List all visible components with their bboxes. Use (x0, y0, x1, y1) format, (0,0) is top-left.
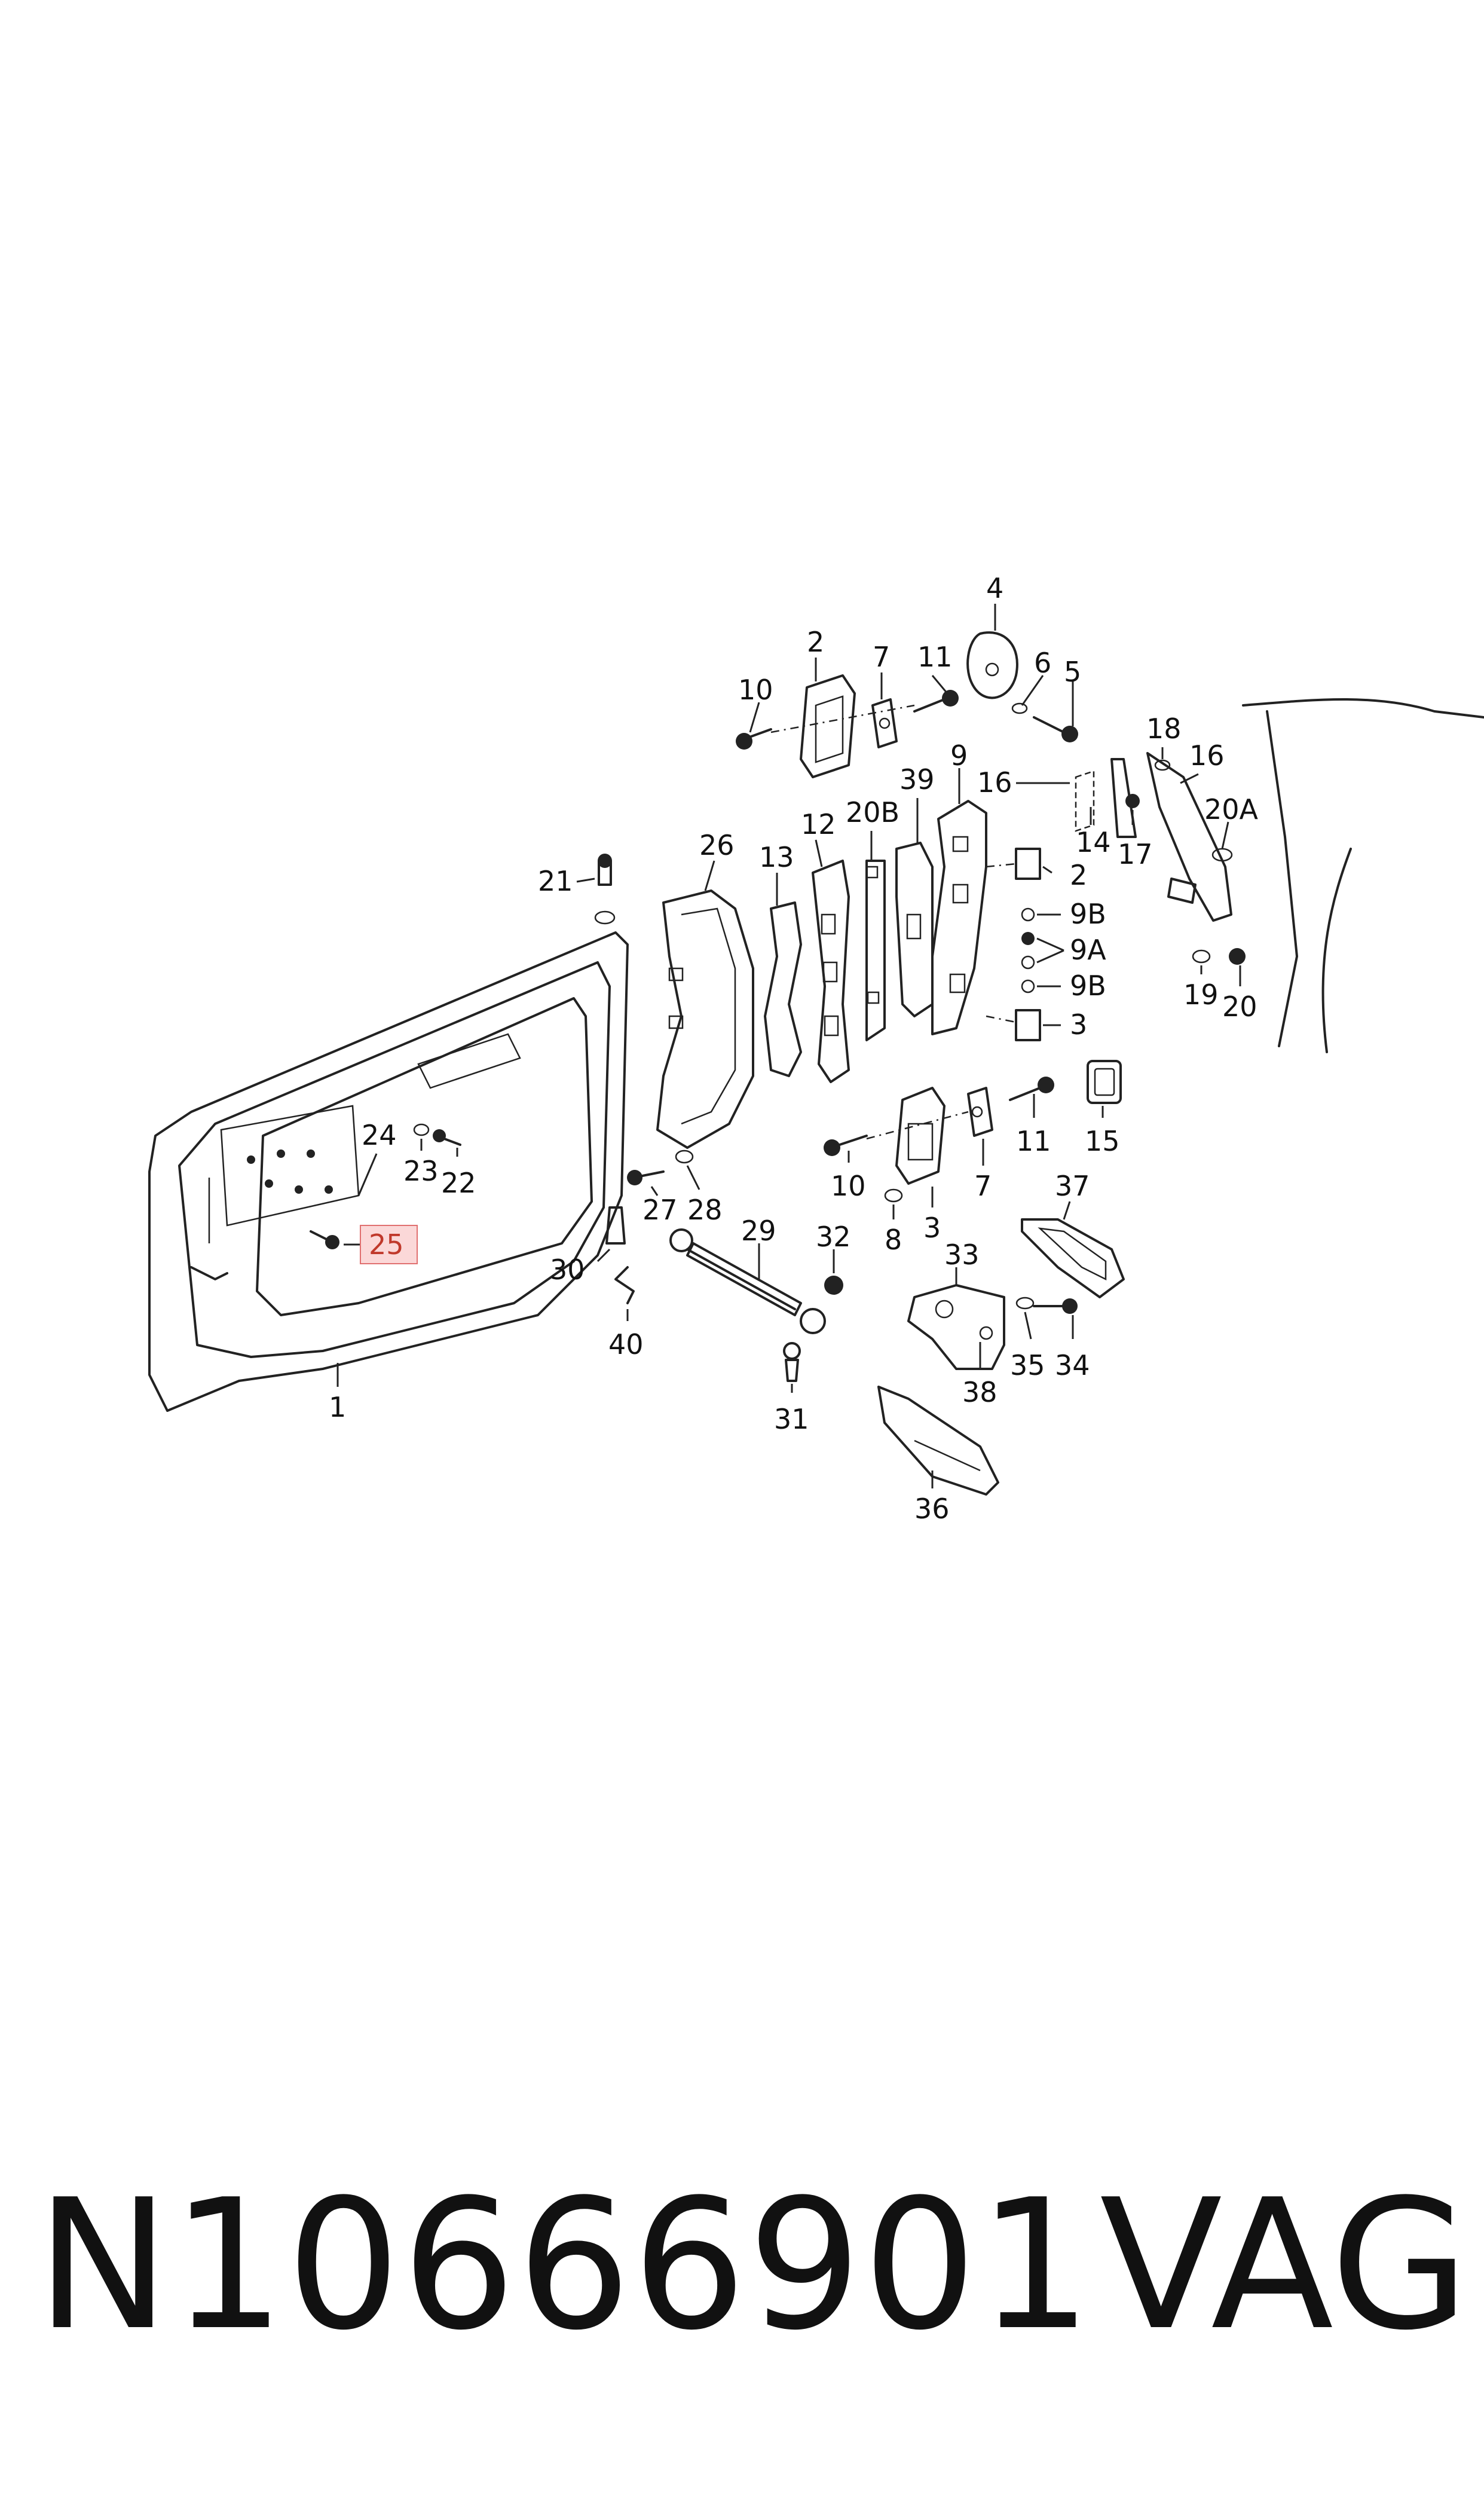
pillar-9 (931, 800, 987, 1035)
callout-8: 8 (885, 1224, 902, 1256)
callout-9: 9 (950, 739, 968, 772)
callout-7: 7 (873, 641, 890, 673)
callout-33: 33 (944, 1239, 980, 1271)
callout-36: 36 (914, 1493, 950, 1525)
callout-7-lower: 7 (974, 1170, 992, 1202)
part-number: N10666901 (36, 2161, 1094, 2370)
seal-37 (1021, 1218, 1125, 1298)
callout-4: 4 (986, 572, 1003, 604)
callout-11-lower: 11 (1016, 1125, 1051, 1157)
callout-11: 11 (917, 641, 953, 673)
hinge-right (986, 848, 1041, 1041)
callout-10: 10 (738, 674, 773, 706)
callout-32: 32 (816, 1221, 851, 1253)
fender (1242, 698, 1484, 1053)
fasteners-misc (310, 854, 616, 1249)
callout-15: 15 (1085, 1125, 1120, 1157)
hinge-lower (824, 1077, 1054, 1203)
callout-5: 5 (1064, 656, 1081, 688)
panel-20b (865, 860, 886, 1041)
panel-13 (764, 901, 802, 1077)
callout-34: 34 (1055, 1349, 1090, 1381)
callout-18: 18 (1146, 713, 1182, 745)
callout-20b: 20B (846, 796, 899, 829)
callout-38: 38 (962, 1376, 998, 1408)
callout-29: 29 (741, 1215, 776, 1247)
brand: VAG (1100, 2161, 1470, 2370)
callout-20: 20 (1222, 990, 1257, 1023)
callout-23: 23 (403, 1155, 439, 1187)
footer: N10666901 VAG (0, 2176, 1484, 2355)
callout-3-right: 3 (1070, 1008, 1087, 1041)
callout-39: 39 (899, 763, 935, 796)
callout-31: 31 (774, 1403, 809, 1435)
callout-40: 40 (608, 1328, 644, 1361)
frame-26 (656, 889, 754, 1149)
callout-2: 2 (807, 626, 824, 658)
callout-26: 26 (699, 829, 735, 861)
hinge-upper (736, 631, 1078, 778)
callout-35: 35 (1010, 1349, 1045, 1381)
callout-24: 24 (362, 1119, 397, 1151)
callout-20a: 20A (1204, 793, 1259, 826)
callout-17: 17 (1118, 838, 1153, 870)
strut-29 (605, 1150, 843, 1382)
callout-10-lower: 10 (831, 1170, 866, 1202)
callout-28: 28 (687, 1194, 723, 1226)
callout-9a: 9A (1070, 934, 1106, 966)
callout-16-left: 16 (977, 766, 1012, 799)
trim-16 (1075, 752, 1246, 965)
callout-13: 13 (759, 841, 794, 873)
plate-36 (877, 1386, 999, 1496)
callout-21: 21 (538, 865, 573, 897)
callout-1: 1 (329, 1391, 346, 1423)
callout-37: 37 (1055, 1170, 1090, 1202)
panel-39 (895, 842, 934, 1017)
callout-labels: 4 2 7 11 6 5 10 9 39 20B 12 13 26 21 16 … (329, 572, 1259, 1525)
pad-15 (1087, 1060, 1122, 1104)
callout-2-right: 2 (1070, 859, 1087, 891)
callout-12: 12 (801, 808, 836, 840)
callout-3-lower: 3 (923, 1212, 941, 1244)
callout-16-right: 16 (1189, 739, 1225, 772)
door-shell (148, 931, 629, 1412)
callout-9b-lower: 9B (1070, 970, 1106, 1002)
callout-22: 22 (441, 1167, 476, 1199)
bracket-33 (907, 1284, 1078, 1370)
callout-14: 14 (1076, 826, 1111, 858)
callout-25: 25 (369, 1228, 404, 1261)
callout-6: 6 (1034, 647, 1051, 679)
callout-9b-upper: 9B (1070, 898, 1106, 930)
callout-30: 30 (550, 1254, 585, 1286)
callout-27: 27 (642, 1194, 678, 1226)
callout-19: 19 (1183, 979, 1219, 1011)
panel-12 (812, 860, 850, 1083)
callout-25-highlight (360, 1225, 418, 1264)
